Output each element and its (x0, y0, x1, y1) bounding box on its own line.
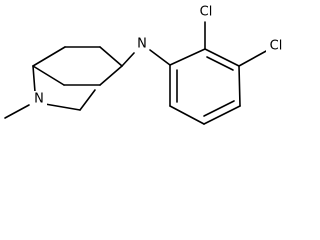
atom-label-bridge-n: N (32, 91, 47, 107)
bond-ar-1-2 (169, 48, 206, 66)
bond-ar-2-3 (204, 48, 240, 67)
bond-c1-n-bridge (32, 65, 36, 93)
bond-c1-c2 (32, 46, 66, 67)
bond-ring-to-amine (121, 52, 135, 67)
atom-label-amine: N (135, 36, 149, 52)
bond-n-methyl (4, 104, 30, 119)
dichlorophenyl-ring (169, 48, 241, 125)
bond-c4-c5 (99, 65, 123, 86)
bond-n-bridge-c7 (44, 103, 81, 111)
chemical-structure: N N Cl Cl (4, 4, 286, 125)
aromatic-inner-bond-bottom (203, 100, 235, 117)
chlorine-top-label: Cl (200, 5, 213, 20)
bond-ar-5-6 (169, 105, 205, 125)
tropane-ring (4, 46, 123, 119)
aromatic-inner-bond-top (206, 56, 234, 71)
chlorine-right-label: Cl (270, 39, 283, 54)
bond-amine-to-phenyl (149, 49, 171, 66)
bond-ar-4-5 (203, 105, 241, 125)
bridge-nitrogen-label: N (34, 92, 44, 107)
bond-cl-right (238, 49, 269, 67)
atom-label-cl-top: Cl (196, 4, 216, 20)
amine-nitrogen-label: N (137, 37, 147, 52)
bond-c6-c1 (32, 65, 65, 86)
bond-c3-c4 (99, 46, 123, 67)
atom-label-cl-right: Cl (266, 38, 286, 54)
bond-c7-c8 (79, 89, 96, 111)
bond-ar-3-4 (238, 65, 241, 107)
